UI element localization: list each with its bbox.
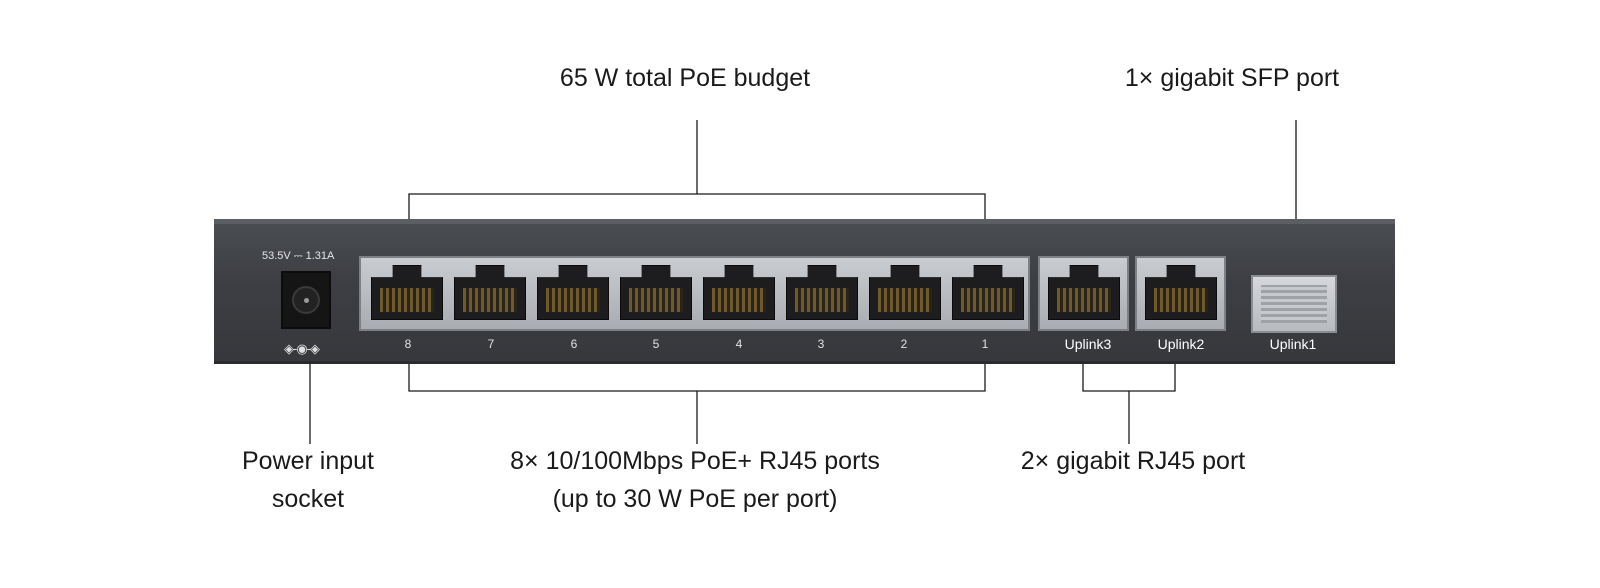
uplink3-bank <box>1038 256 1129 331</box>
power-callout: Power input socket <box>242 442 374 518</box>
rj45-port-2[interactable] <box>869 265 941 320</box>
rj45-port-3[interactable] <box>786 265 858 320</box>
dc-jack-pin <box>304 298 309 303</box>
power-callout-line2: socket <box>271 485 345 513</box>
sfp-port-uplink1[interactable] <box>1251 275 1337 333</box>
power-input-socket[interactable] <box>281 271 331 329</box>
rj45-uplink2[interactable] <box>1145 265 1217 320</box>
uplink2-label: Uplink2 <box>1157 336 1205 352</box>
rj45-port-8[interactable] <box>371 265 443 320</box>
uplink2-bank <box>1135 256 1226 331</box>
poe-port-bank <box>359 256 1030 331</box>
port-number-8: 8 <box>404 337 412 351</box>
rj45-port-1[interactable] <box>952 265 1024 320</box>
port-number-3: 3 <box>817 337 825 351</box>
rj45-port-5[interactable] <box>620 265 692 320</box>
poe-budget-callout: 65 W total PoE budget <box>559 64 811 92</box>
rj45-port-4[interactable] <box>703 265 775 320</box>
sfp-callout: 1× gigabit SFP port <box>1124 64 1340 92</box>
polarity-symbol: ◈-◉-◈ <box>284 341 320 356</box>
uplink3-label: Uplink3 <box>1064 336 1112 352</box>
port-number-5: 5 <box>652 337 660 351</box>
rj45-uplink3[interactable] <box>1048 265 1120 320</box>
uplink-rj45-callout: 2× gigabit RJ45 port <box>1020 447 1246 475</box>
poe-ports-callout-line2: (up to 30 W PoE per port) <box>552 485 838 513</box>
power-rating-label: 53.5V ⎓ 1.31A <box>262 250 335 262</box>
port-number-4: 4 <box>735 337 743 351</box>
power-callout-line1: Power input <box>241 447 375 475</box>
port-number-6: 6 <box>570 337 578 351</box>
rj45-port-6[interactable] <box>537 265 609 320</box>
rj45-port-7[interactable] <box>454 265 526 320</box>
port-number-1: 1 <box>981 337 989 351</box>
port-number-2: 2 <box>900 337 908 351</box>
poe-ports-callout: 8× 10/100Mbps PoE+ RJ45 ports (up to 30 … <box>510 442 880 518</box>
sfp-cage <box>1261 285 1327 323</box>
uplink1-label: Uplink1 <box>1269 336 1317 352</box>
poe-ports-callout-line1: 8× 10/100Mbps PoE+ RJ45 ports <box>510 447 880 475</box>
port-number-7: 7 <box>487 337 495 351</box>
